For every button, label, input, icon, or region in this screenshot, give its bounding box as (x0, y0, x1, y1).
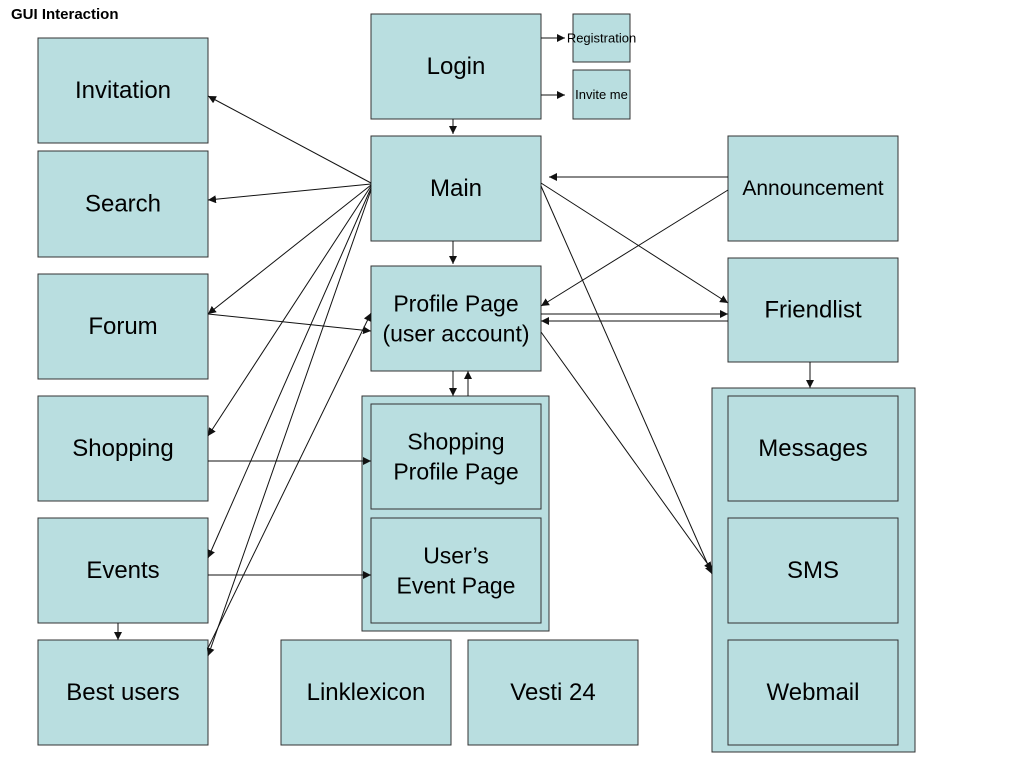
node-label: Linklexicon (307, 679, 426, 706)
node-best-users: Best users (37, 639, 209, 746)
node-label: Shopping (407, 429, 504, 455)
edge-main-to-forum (207, 184, 372, 315)
edge-main-to-shopping (207, 185, 372, 437)
edge-best-users-to-profile (207, 312, 372, 649)
node-label: User’s (423, 543, 489, 569)
node-profile: Profile Page (user account) (370, 265, 542, 372)
node-label: Profile Page (393, 291, 518, 317)
node-webmail: Webmail (727, 639, 899, 746)
node-label: Event Page (397, 572, 516, 598)
node-label: Login (427, 53, 486, 80)
node-label: Forum (88, 313, 157, 340)
edge-main-to-friendlist (540, 182, 729, 304)
node-label: Events (86, 557, 159, 584)
node-label: Shopping (72, 435, 173, 462)
edge-main-to-communication (540, 185, 713, 575)
edge-forum-to-profile (207, 313, 372, 335)
node-main: Main (370, 135, 542, 242)
node-messages: Messages (727, 395, 899, 502)
node-label: Search (85, 191, 161, 218)
edge-announcement-to-profile (540, 189, 729, 307)
node-label: Messages (758, 435, 867, 462)
node-events: Events (37, 517, 209, 624)
node-invitation: Invitation (37, 37, 209, 144)
node-label: Vesti 24 (510, 679, 595, 706)
node-sms: SMS (727, 517, 899, 624)
edge-main-to-search (207, 183, 372, 204)
edge-main-to-best-users (206, 189, 372, 657)
node-label: Best users (66, 679, 179, 706)
node-forum: Forum (37, 273, 209, 380)
node-label: SMS (787, 557, 839, 584)
node-label: Announcement (742, 177, 883, 200)
node-registration: Registration (567, 13, 636, 63)
diagram-title: GUI Interaction (11, 6, 119, 23)
node-label: Main (430, 175, 482, 202)
node-label: Webmail (767, 679, 860, 706)
node-label: Invite me (575, 87, 628, 102)
node-linklexicon: Linklexicon (280, 639, 452, 746)
edge-main-to-events (207, 187, 372, 559)
node-search: Search (37, 150, 209, 258)
node-label: (user account) (382, 320, 529, 346)
node-label: Profile Page (393, 458, 518, 484)
node-label: Invitation (75, 77, 171, 104)
node-vesti: Vesti 24 (467, 639, 639, 746)
node-invite-me: Invite me (572, 69, 631, 120)
node-announcement: Announcement (727, 135, 899, 242)
edge-main-to-invitation (207, 95, 372, 184)
node-friendlist: Friendlist (727, 257, 899, 363)
node-label: Registration (567, 31, 636, 46)
node-login: Login (370, 13, 542, 120)
node-shopping: Shopping (37, 395, 209, 502)
edge-profile-to-communication (540, 331, 713, 571)
node-label: Friendlist (764, 297, 862, 324)
